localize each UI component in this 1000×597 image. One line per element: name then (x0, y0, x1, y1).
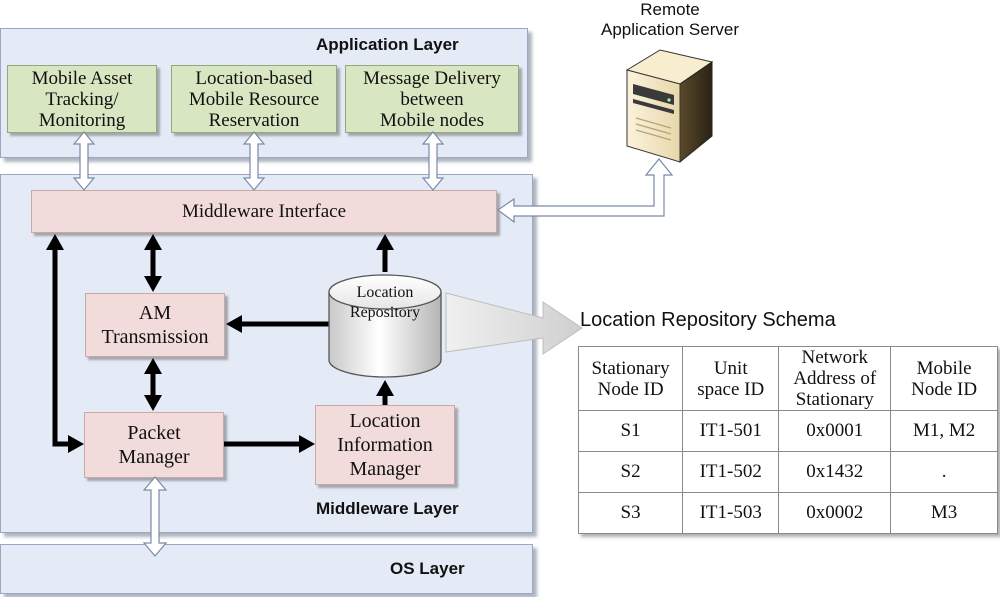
app-message-delivery: Message Delivery between Mobile nodes (345, 65, 519, 133)
cell-mobile-node: M1, M2 (890, 410, 998, 452)
app-interface-arrows (72, 131, 674, 557)
app-resource-reservation: Location-based Mobile Resource Reservati… (171, 65, 337, 133)
cell-mobile-node: M3 (890, 492, 998, 534)
header-network-address: Network Address of Stationary (778, 346, 892, 411)
location-information-manager-box: Location Information Manager (315, 405, 455, 485)
application-layer-title: Application Layer (316, 35, 459, 54)
table-row: S3 IT1-503 0x0002 M3 (577, 492, 998, 534)
packet-manager-box: Packet Manager (84, 412, 224, 478)
location-repository-cylinder (328, 274, 442, 378)
cell-stationary-id: S2 (577, 451, 684, 493)
os-layer (0, 544, 533, 594)
schema-header-row: Stationary Node ID Unit space ID Network… (577, 346, 998, 411)
arrow-heads (46, 234, 394, 453)
cell-network-address: 0x0001 (778, 410, 892, 452)
cell-unit-space: IT1-503 (682, 492, 780, 534)
schema-title: Location Repository Schema (580, 309, 836, 331)
cell-unit-space: IT1-501 (682, 410, 780, 452)
cell-unit-space: IT1-502 (682, 451, 780, 493)
middleware-interface: Middleware Interface (31, 190, 497, 233)
header-mobile-node-id: Mobile Node ID (890, 346, 998, 411)
location-repository-schema-table: Stationary Node ID Unit space ID Network… (577, 346, 998, 534)
middleware-layer-title: Middleware Layer (316, 499, 459, 518)
cell-stationary-id: S3 (577, 492, 684, 534)
schema-arrow (445, 292, 583, 355)
header-stationary-node-id: Stationary Node ID (577, 346, 684, 411)
table-row: S2 IT1-502 0x1432 . (577, 451, 998, 493)
os-layer-title: OS Layer (390, 559, 465, 578)
cell-stationary-id: S1 (577, 410, 684, 452)
location-repository-label: Location Repository (349, 284, 421, 321)
remote-server-label: Remote Application Server (601, 0, 739, 39)
cell-mobile-node: . (890, 451, 998, 493)
header-unit-space-id: Unit space ID (682, 346, 780, 411)
cell-network-address: 0x1432 (778, 451, 892, 493)
server-icon (625, 49, 714, 164)
cell-network-address: 0x0002 (778, 492, 892, 534)
app-asset-tracking: Mobile Asset Tracking/ Monitoring (7, 65, 157, 133)
am-transmission-box: AM Transmission (85, 293, 225, 357)
table-row: S1 IT1-501 0x0001 M1, M2 (577, 410, 998, 452)
